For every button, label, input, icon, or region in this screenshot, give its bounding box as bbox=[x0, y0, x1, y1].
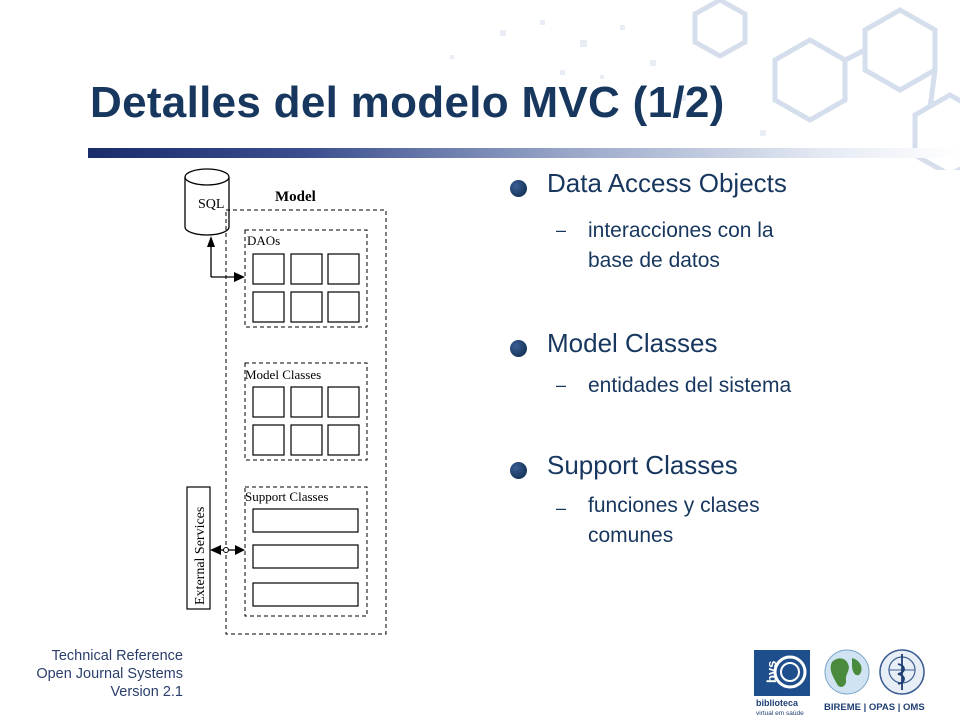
title-underline-rule bbox=[88, 148, 960, 158]
dao-box bbox=[327, 253, 360, 285]
dash-icon: – bbox=[556, 220, 567, 240]
dao-box bbox=[290, 291, 323, 323]
footer-line: Technical Reference bbox=[51, 648, 183, 664]
who-emblem-icon bbox=[879, 649, 925, 695]
model-class-box bbox=[290, 386, 323, 418]
model-class-box bbox=[252, 386, 285, 418]
model-label: Model bbox=[275, 189, 316, 205]
organization-logos: bvs biblioteca virtual em saúde BIREME |… bbox=[754, 649, 925, 717]
support-classes-label: Support Classes bbox=[245, 489, 328, 504]
model-classes-label: Model Classes bbox=[245, 367, 321, 382]
globe-map-icon bbox=[824, 649, 870, 695]
footer-text: Technical Reference Open Journal Systems… bbox=[36, 647, 183, 701]
bvs-logo: bvs biblioteca virtual em saúde bbox=[754, 650, 810, 717]
slide-title: Detalles del modelo MVC (1/2) bbox=[90, 78, 725, 127]
model-container bbox=[225, 209, 387, 635]
bullet-label: Data Access Objects bbox=[547, 168, 787, 198]
bullet-dot-icon bbox=[510, 340, 527, 357]
support-classes-group bbox=[244, 486, 368, 617]
bullet-subtext-line: interacciones con la bbox=[588, 219, 774, 242]
mvc-model-diagram: SQL Model DAOs Model Classes Support Cla… bbox=[184, 168, 387, 635]
support-class-box bbox=[252, 508, 359, 533]
external-services-label: External Services bbox=[193, 507, 208, 605]
dash-icon: – bbox=[556, 375, 567, 395]
dao-box bbox=[290, 253, 323, 285]
support-class-box bbox=[252, 544, 359, 569]
model-class-box bbox=[252, 424, 285, 456]
bullet-subtext: entidades del sistema bbox=[588, 371, 878, 401]
bullet-subtext: funciones y clases comunes bbox=[588, 491, 878, 551]
sql-database-cylinder bbox=[184, 168, 230, 236]
dao-box bbox=[327, 291, 360, 323]
model-class-box bbox=[327, 386, 360, 418]
bullet-subtext-line: entidades del sistema bbox=[588, 374, 792, 397]
bvs-name: biblioteca bbox=[756, 698, 799, 708]
bvs-tagline: virtual em saúde bbox=[756, 710, 804, 717]
bullet-label: Model Classes bbox=[547, 328, 718, 358]
bullet-subtext-line: funciones y clases bbox=[588, 494, 760, 517]
molecule-pattern-decoration bbox=[450, 0, 960, 170]
daos-label: DAOs bbox=[247, 233, 280, 248]
bullet-dot-icon bbox=[510, 180, 527, 197]
model-class-box bbox=[290, 424, 323, 456]
daos-group bbox=[244, 229, 368, 328]
bullet-subtext-line: base de datos bbox=[588, 249, 720, 272]
bvs-mark: bvs bbox=[764, 661, 779, 683]
model-classes-group bbox=[244, 362, 368, 461]
bullet-subtext: interacciones con la base de datos bbox=[588, 216, 878, 276]
sql-label: SQL bbox=[198, 197, 224, 212]
external-support-connector bbox=[210, 545, 245, 555]
model-class-box bbox=[327, 424, 360, 456]
bullet-label: Support Classes bbox=[547, 450, 738, 480]
footer-line: Open Journal Systems bbox=[36, 666, 183, 682]
bullet-dot-icon bbox=[510, 462, 527, 479]
dao-box bbox=[252, 253, 285, 285]
external-services-box bbox=[186, 486, 211, 610]
bullet-subtext-line: comunes bbox=[588, 524, 674, 547]
dao-box bbox=[252, 291, 285, 323]
sql-daos-connector bbox=[207, 236, 245, 282]
footer-line: Version 2.1 bbox=[110, 684, 183, 700]
support-class-box bbox=[252, 582, 359, 607]
dash-icon: – bbox=[556, 498, 567, 518]
orgs-label: BIREME | OPAS | OMS bbox=[824, 702, 925, 713]
